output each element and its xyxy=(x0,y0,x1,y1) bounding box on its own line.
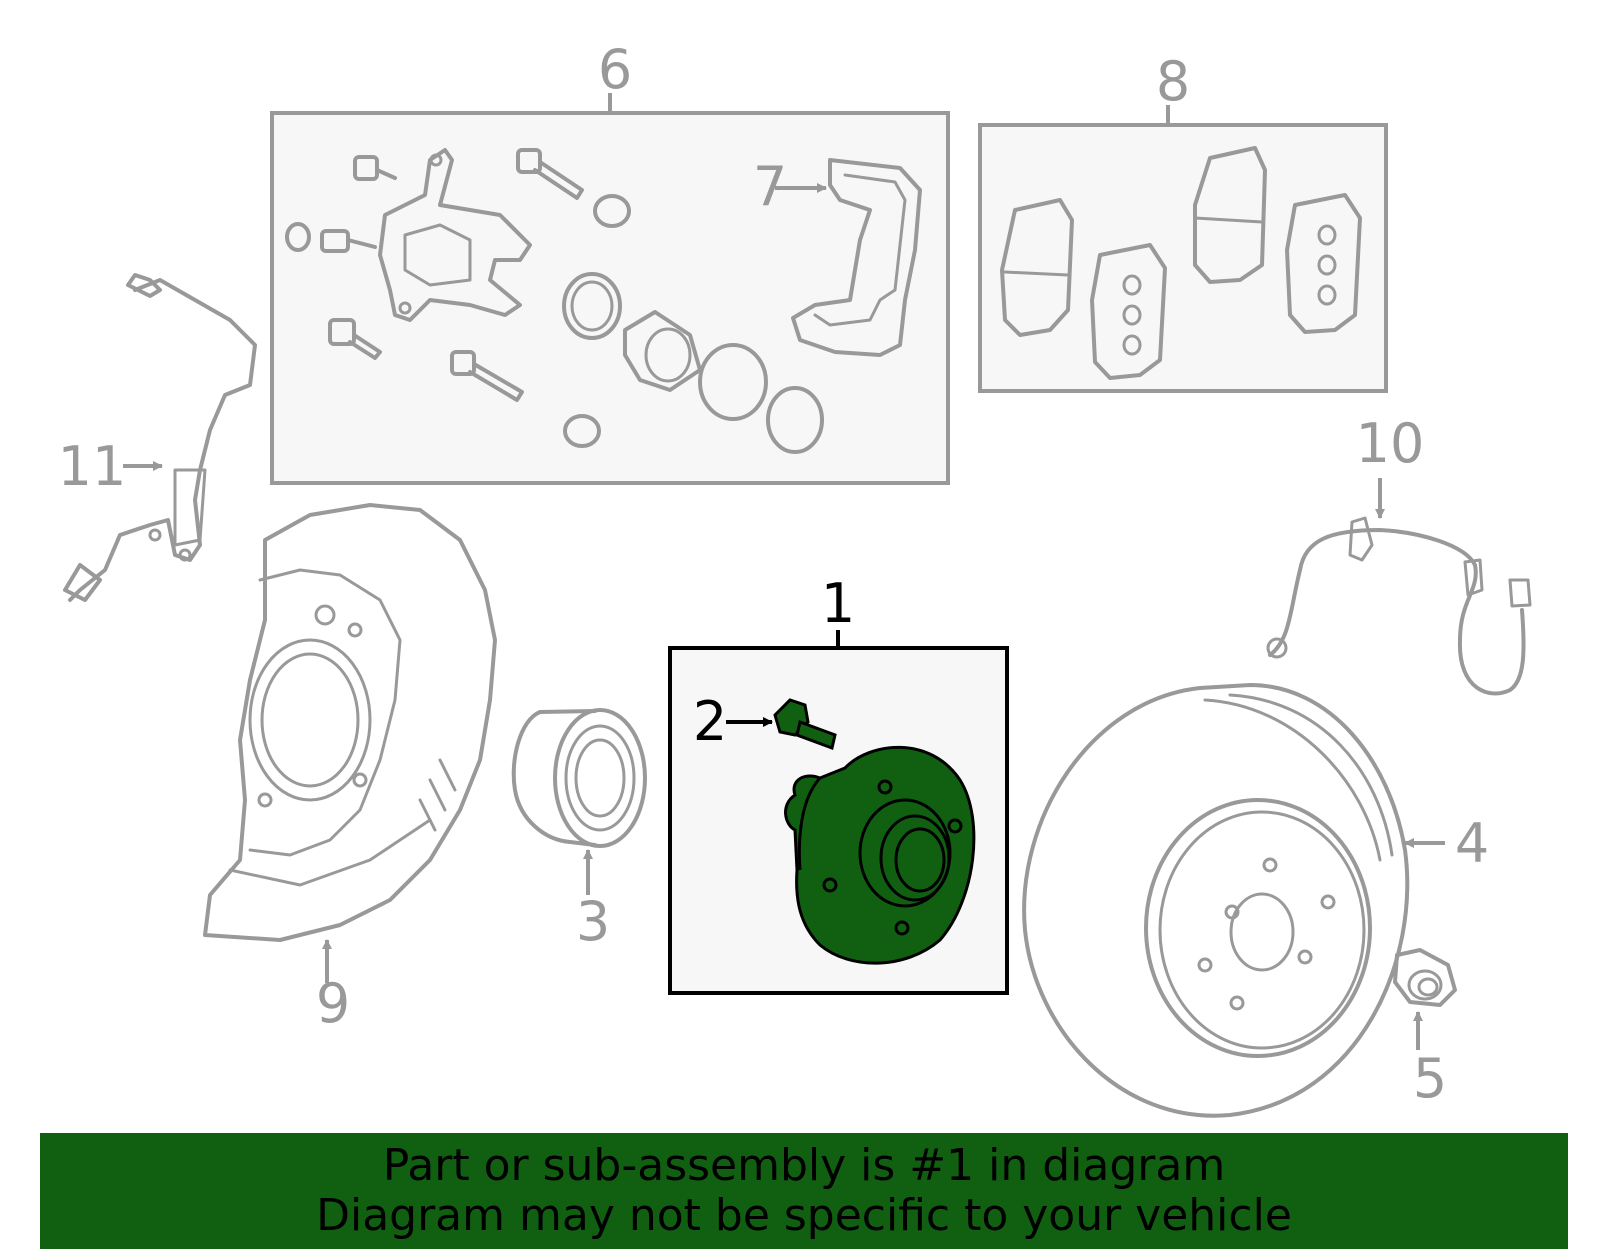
info-banner: Part or sub-assembly is #1 in diagram Di… xyxy=(40,1133,1568,1249)
callout-2: 2 xyxy=(693,690,727,753)
wheel-bearing xyxy=(511,708,647,848)
leader-lines xyxy=(123,183,1445,1050)
wheel-hub xyxy=(784,745,976,965)
callout-9: 9 xyxy=(316,972,350,1035)
callout-11: 11 xyxy=(58,435,127,498)
callout-5: 5 xyxy=(1413,1047,1447,1110)
brake-pads-panel xyxy=(978,105,1388,393)
lug-nut xyxy=(1393,948,1457,1007)
banner-line-2: Diagram may not be specific to your vehi… xyxy=(316,1190,1292,1241)
callout-1: 1 xyxy=(821,572,855,635)
pad-2 xyxy=(1090,243,1167,380)
callout-10: 10 xyxy=(1356,412,1425,475)
dust-shield xyxy=(203,503,497,942)
callout-7: 7 xyxy=(753,155,787,218)
caliper-body xyxy=(378,148,532,322)
pad-3 xyxy=(1193,146,1267,284)
callout-6: 6 xyxy=(598,38,632,101)
callout-3: 3 xyxy=(576,890,610,953)
hub-bolt xyxy=(773,698,837,751)
caliper-bracket xyxy=(791,158,922,357)
callout-8: 8 xyxy=(1156,50,1190,113)
pad-1 xyxy=(1000,198,1074,337)
caliper-kit-panel xyxy=(270,93,950,485)
brake-hose xyxy=(1266,516,1532,696)
callout-4: 4 xyxy=(1455,812,1489,875)
pad-4 xyxy=(1285,193,1362,334)
banner-line-1: Part or sub-assembly is #1 in diagram xyxy=(382,1140,1226,1191)
caliper-bolts xyxy=(285,148,631,448)
brake-rotor xyxy=(1022,683,1410,1118)
abs-sensor xyxy=(63,273,257,602)
piston-and-seals xyxy=(562,272,824,454)
